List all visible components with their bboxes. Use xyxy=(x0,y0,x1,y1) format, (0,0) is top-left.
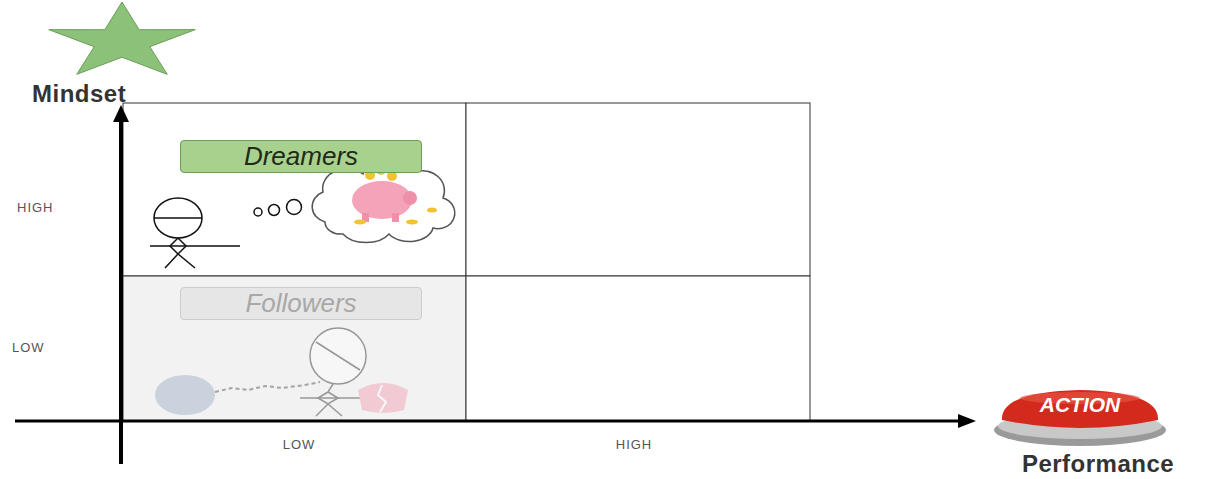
axis-tick: HIGH xyxy=(616,437,653,452)
axis-arrowhead xyxy=(113,105,129,122)
axis-tick: LOW xyxy=(12,340,45,355)
dreamer-figure xyxy=(150,159,455,268)
axis-title: Performance xyxy=(1022,450,1174,478)
quadrant-title: Followers xyxy=(245,289,356,318)
y-axis xyxy=(119,118,123,464)
quadrant-cell xyxy=(466,276,810,421)
axis-tick: HIGH xyxy=(17,200,54,215)
quadrant-cell xyxy=(123,276,466,421)
quadrant-tag: Dreamers xyxy=(180,140,422,173)
quadrant-tag: Followers xyxy=(180,287,422,320)
star-icon xyxy=(49,2,195,74)
axis-title: Mindset xyxy=(32,80,126,108)
axis-arrowhead xyxy=(958,414,976,428)
piggy-bank xyxy=(352,165,437,225)
quadrant-title: Dreamers xyxy=(244,142,358,171)
button-text: ACTION xyxy=(1040,393,1121,417)
x-axis xyxy=(15,420,960,423)
axis-tick: LOW xyxy=(283,437,316,452)
quadrant-cell xyxy=(466,103,810,276)
follower-figure xyxy=(155,328,408,416)
action-button xyxy=(994,390,1166,446)
quadrant-cell xyxy=(123,103,466,276)
